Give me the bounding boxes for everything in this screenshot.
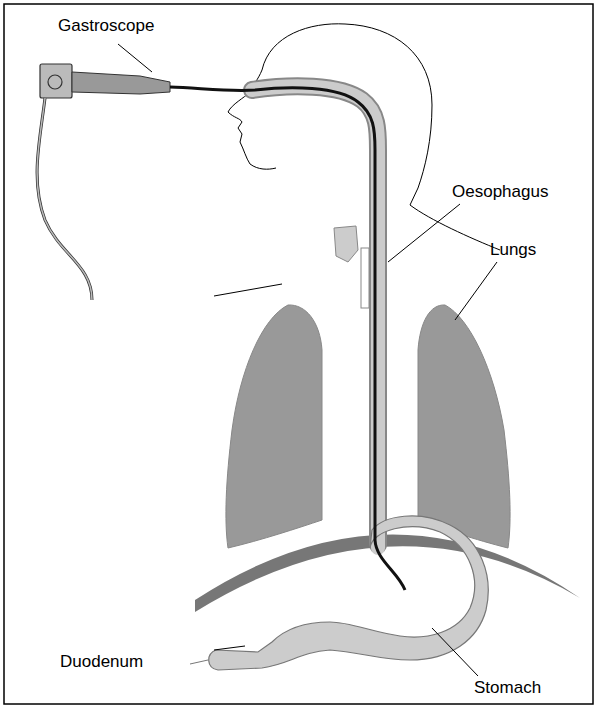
eyepiece bbox=[48, 75, 62, 89]
shoulder-line bbox=[214, 284, 282, 296]
stomach bbox=[209, 516, 488, 670]
diaphragm bbox=[195, 534, 580, 612]
gastroscope-tube bbox=[170, 87, 405, 590]
trachea bbox=[361, 248, 369, 308]
leader-line bbox=[388, 204, 460, 262]
part-label: Gastroscope bbox=[58, 16, 154, 36]
part-label: Stomach bbox=[474, 678, 541, 698]
oesophagus bbox=[252, 86, 378, 548]
light-cable-core bbox=[37, 98, 92, 300]
gastroscope-body bbox=[40, 64, 72, 98]
part-label: Duodenum bbox=[60, 652, 143, 672]
frame bbox=[4, 4, 593, 704]
oesophagus-wall bbox=[252, 86, 378, 545]
larynx bbox=[334, 226, 358, 262]
right-lung bbox=[418, 305, 510, 548]
leader-line bbox=[214, 646, 245, 650]
duodenum-end bbox=[190, 660, 208, 664]
left-lung bbox=[226, 305, 322, 548]
light-cable bbox=[37, 98, 92, 300]
scope-light bbox=[401, 589, 419, 611]
leader-line bbox=[432, 628, 478, 676]
part-label: Lungs bbox=[490, 240, 536, 260]
part-label: Oesophagus bbox=[452, 182, 548, 202]
leader-line bbox=[455, 262, 497, 320]
gastroscope-handle bbox=[72, 72, 170, 94]
leader-line bbox=[118, 44, 152, 72]
